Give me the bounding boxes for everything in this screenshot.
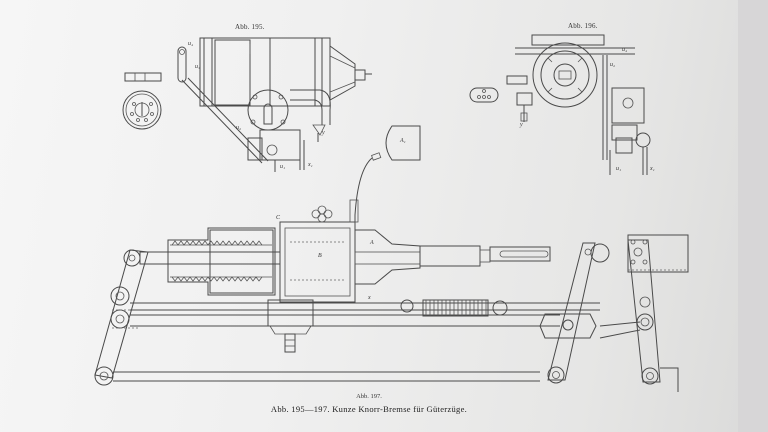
return-spring	[400, 299, 508, 317]
part-label-x1-fig196: x₁	[650, 166, 655, 172]
middle-lever	[539, 242, 597, 384]
part-label-y-fig196: y	[520, 122, 523, 128]
part-label-u3: u₃	[195, 64, 201, 70]
document-page	[0, 0, 738, 432]
page-edge	[738, 0, 768, 432]
part-label-u1: u₁	[280, 164, 286, 170]
part-label-u2: u₂	[236, 125, 242, 131]
left-lever	[94, 249, 149, 386]
part-label-B: B	[318, 253, 322, 259]
pull-rod	[419, 243, 610, 267]
part-label-A: A	[370, 240, 374, 246]
part-label-y: y	[322, 130, 325, 136]
part-label-u4-fig196: u₄	[622, 47, 628, 53]
figure-197-label: Abb. 197.	[356, 393, 382, 400]
air-reservoir-A1	[371, 125, 421, 161]
part-label-u1-fig196: u₁	[616, 166, 622, 172]
part-label-u2-fig196: u₂	[610, 62, 616, 68]
figure-195-drawing	[122, 37, 373, 247]
brake-cylinder	[139, 199, 421, 353]
part-label-x1: x₁	[308, 162, 313, 168]
connector-plate	[469, 87, 499, 103]
right-lever	[599, 234, 689, 392]
figure-caption: Abb. 195—197. Kunze Knorr-Bremse für Güt…	[270, 404, 468, 414]
part-label-C: C	[276, 215, 281, 221]
figure-196-drawing	[506, 34, 651, 175]
figure-195-label: Abb. 195.	[235, 23, 265, 31]
shaft-left	[124, 72, 162, 82]
figure-196-label: Abb. 196.	[568, 22, 598, 30]
keyhole	[263, 103, 273, 125]
end-disc	[122, 90, 162, 130]
part-label-x: x	[368, 295, 371, 301]
part-label-A1: A₁	[400, 138, 406, 144]
figure-197-drawing	[94, 199, 689, 392]
part-label-u4: u₄	[188, 41, 194, 47]
